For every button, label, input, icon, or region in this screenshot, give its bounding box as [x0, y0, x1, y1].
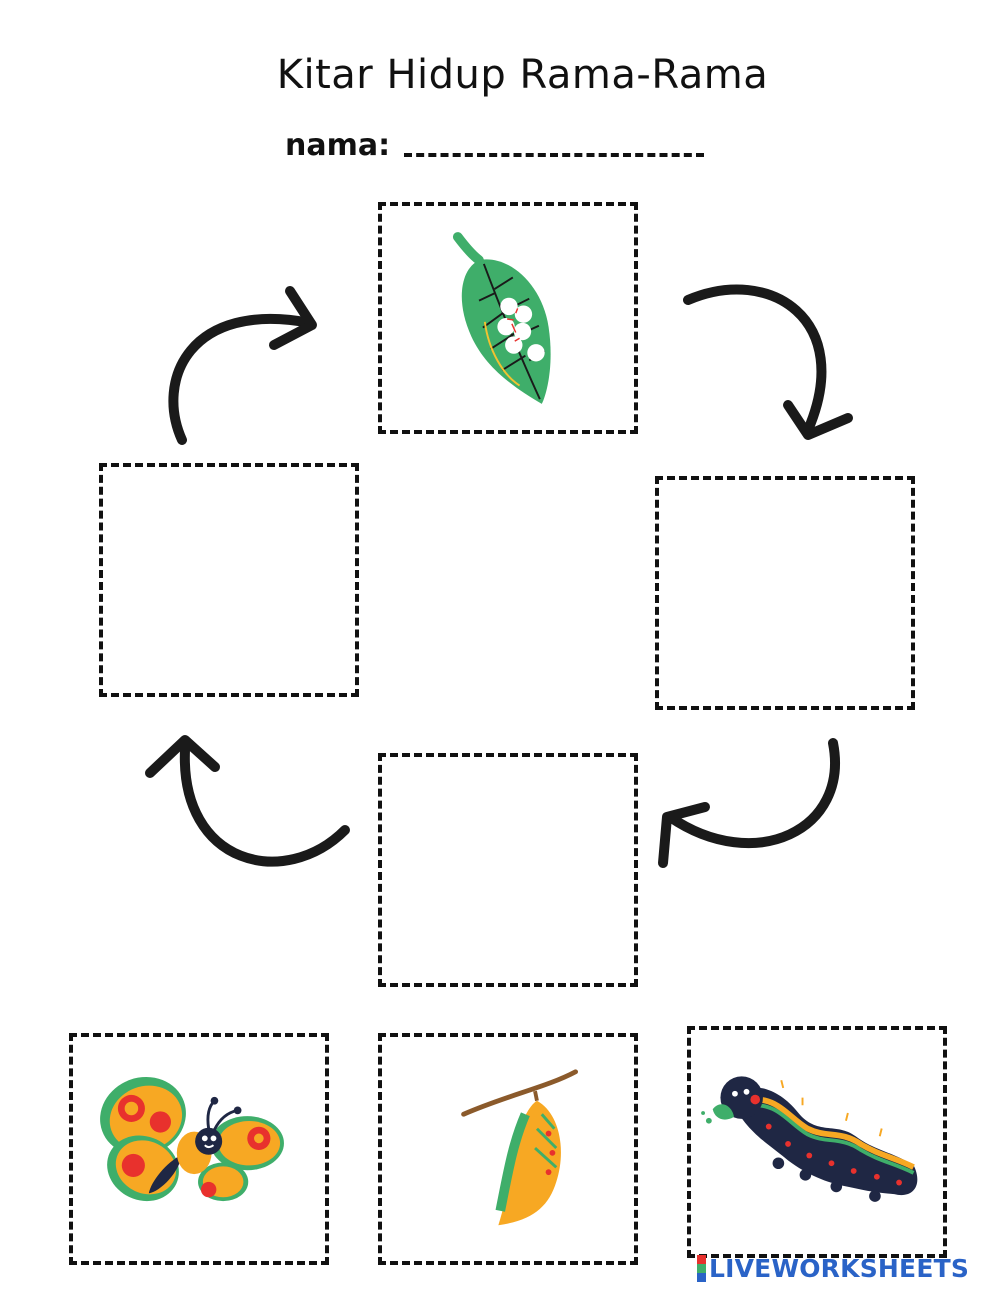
arrow-bottom-left-icon — [145, 735, 350, 867]
arrow-top-left-icon — [168, 286, 317, 445]
answer-card-caterpillar[interactable] — [687, 1026, 947, 1258]
liveworksheets-brand: LIVEWORKSHEETS — [697, 1254, 969, 1283]
caterpillar-image — [701, 1076, 918, 1202]
cycle-box-bottom[interactable] — [378, 753, 638, 987]
name-label: nama: — [285, 128, 391, 163]
worksheet-title: Kitar Hidup Rama-Rama — [276, 52, 769, 98]
liveworksheets-logo-icon — [697, 1255, 706, 1282]
brand-text: LIVEWORKSHEETS — [709, 1254, 970, 1283]
chrysalis-image — [461, 1069, 578, 1226]
butterfly-image — [100, 1076, 284, 1202]
arrow-top-right-icon — [683, 284, 853, 440]
cycle-box-top[interactable] — [378, 202, 638, 434]
name-field-row: nama: — [285, 128, 705, 163]
arrow-bottom-right-icon — [658, 738, 840, 868]
cycle-box-left[interactable] — [99, 463, 359, 697]
name-blank-line[interactable] — [404, 153, 705, 157]
answer-card-chrysalis[interactable] — [378, 1033, 638, 1265]
answer-card-butterfly[interactable] — [69, 1033, 329, 1265]
cycle-box-right[interactable] — [655, 476, 915, 710]
eggs-on-leaf-image — [452, 232, 551, 404]
